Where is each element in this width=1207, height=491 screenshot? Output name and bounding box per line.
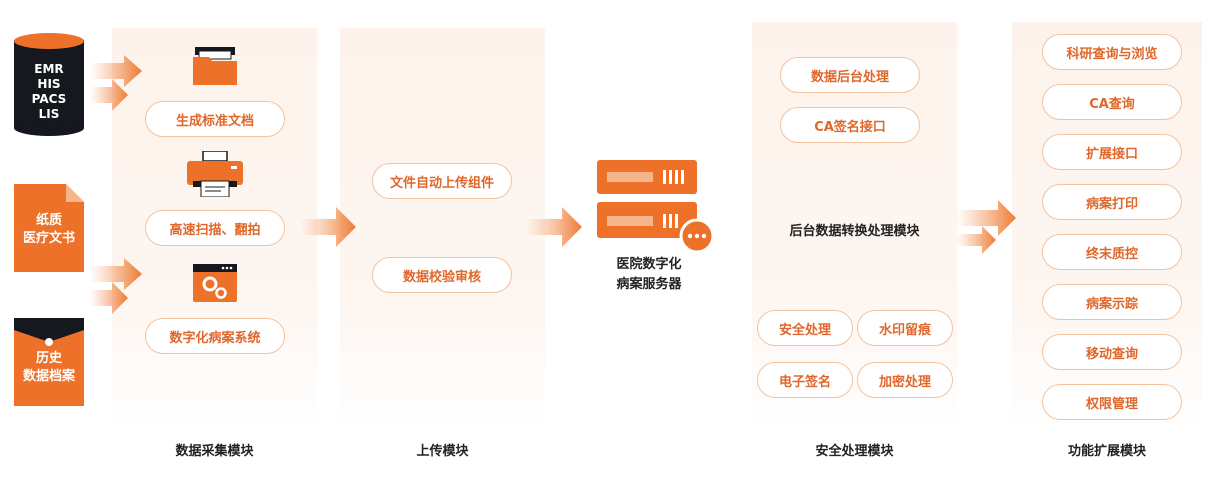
db-label-emr: EMR	[34, 62, 64, 76]
db-label-pacs: PACS	[31, 92, 67, 106]
paper-source: 纸质 医疗文书	[14, 184, 84, 272]
upload-panel	[340, 28, 545, 428]
arrow-icon	[526, 207, 582, 247]
upload-caption: 上传模块	[416, 444, 469, 459]
arrow-icon	[90, 55, 142, 111]
function-item-print: 病案打印	[1042, 184, 1182, 220]
security-item-ca-interface: CA签名接口	[780, 107, 920, 143]
database-source: EMR HIS PACS LIS	[14, 32, 84, 136]
upload-item-auto-upload: 文件自动上传组件	[372, 163, 512, 199]
function-item-research: 科研查询与浏览	[1042, 34, 1182, 70]
arrow-icon	[956, 200, 1016, 254]
archive-folder-icon	[14, 318, 84, 406]
security-item-esign: 电子签名	[757, 362, 853, 398]
function-item-tracking: 病案示踪	[1042, 284, 1182, 320]
security-caption: 安全处理模块	[815, 444, 894, 459]
function-item-permission: 权限管理	[1042, 384, 1182, 420]
collection-item-scan: 高速扫描、翻拍	[145, 210, 285, 246]
archive-source: 历史 数据档案	[14, 318, 84, 406]
folder-icon	[193, 47, 237, 85]
archive-label-2: 数据档案	[22, 369, 75, 384]
printer-icon	[187, 151, 243, 197]
function-item-ca-query: CA查询	[1042, 84, 1182, 120]
server-label-line-1: 医院数字化	[616, 257, 682, 272]
server-label: 医院数字化 病案服务器	[597, 255, 701, 295]
server-icon	[597, 160, 715, 252]
paper-label-1: 纸质	[35, 213, 62, 228]
upload-item-validation: 数据校验审核	[372, 257, 512, 293]
paper-label-2: 医疗文书	[22, 231, 75, 246]
collection-item-standard-doc: 生成标准文档	[145, 101, 285, 137]
database-icon	[14, 33, 84, 136]
archive-label-1: 历史	[35, 351, 62, 366]
arrow-icon	[90, 258, 142, 314]
security-title: 后台数据转换处理模块	[789, 224, 920, 239]
db-label-his: HIS	[37, 77, 61, 91]
function-caption: 功能扩展模块	[1067, 444, 1146, 459]
security-item-safe: 安全处理	[757, 310, 853, 346]
security-item-backend: 数据后台处理	[780, 57, 920, 93]
function-item-qc: 终末质控	[1042, 234, 1182, 270]
function-item-extension: 扩展接口	[1042, 134, 1182, 170]
function-item-mobile: 移动查询	[1042, 334, 1182, 370]
security-item-watermark: 水印留痕	[857, 310, 953, 346]
server-label-line-2: 病案服务器	[616, 277, 682, 292]
document-icon	[14, 184, 84, 272]
security-item-encrypt: 加密处理	[857, 362, 953, 398]
settings-window-icon	[193, 264, 237, 302]
db-label-lis: LIS	[38, 107, 60, 121]
arrow-icon	[300, 207, 356, 247]
collection-item-digital-system: 数字化病案系统	[145, 318, 285, 354]
collection-caption: 数据采集模块	[175, 444, 254, 459]
